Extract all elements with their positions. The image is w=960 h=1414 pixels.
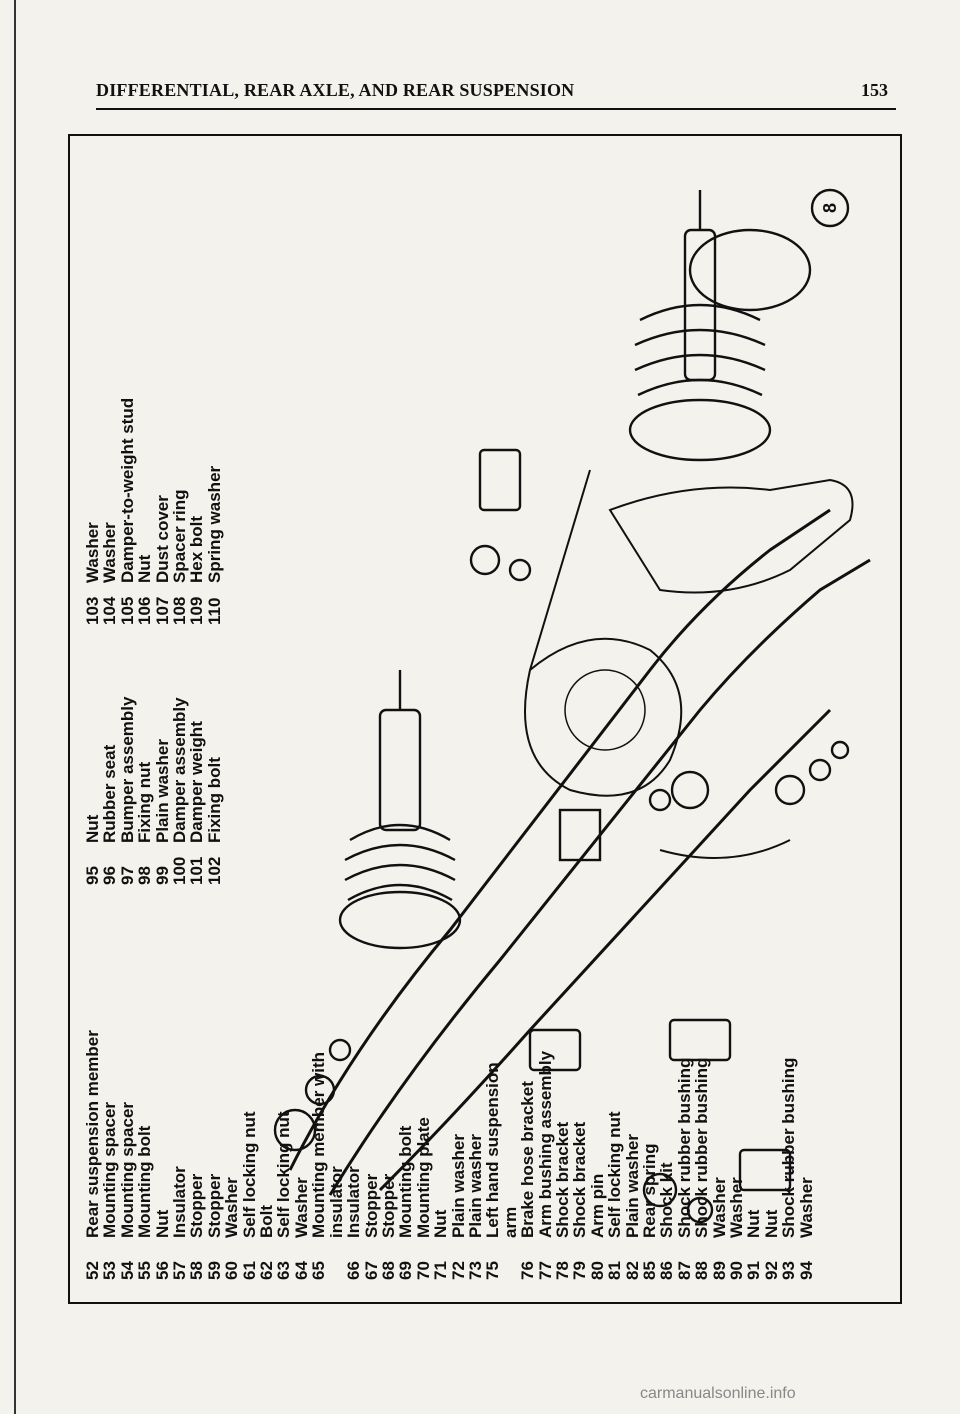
part-name: Damper-to-weight stud <box>117 397 137 583</box>
legend-row: 104 Washer <box>100 398 120 625</box>
part-number: 59 <box>204 1261 224 1280</box>
part-number: 99 <box>152 866 172 885</box>
part-name: Spacer ring <box>170 489 190 583</box>
legend-row: 98 Fixing nut <box>135 697 155 885</box>
part-number: 98 <box>135 866 155 885</box>
part-number: 52 <box>83 1261 102 1280</box>
legend-row: 55 Mounting bolt <box>135 1030 155 1280</box>
page-title: DIFFERENTIAL, REAR AXLE, AND REAR SUSPEN… <box>96 80 575 100</box>
watermark: carmanualsonline.info <box>640 1385 796 1402</box>
figure-number-text: 8 <box>820 203 840 213</box>
part-name: Nut <box>135 554 155 583</box>
part-number: 56 <box>152 1261 172 1280</box>
part-name: Nut <box>83 814 102 843</box>
part-name: Fixing bolt <box>204 757 224 843</box>
rear-suspension-exploded-diagram: 8 <box>273 188 871 1224</box>
part-number: 104 <box>100 596 120 625</box>
part-number: 54 <box>117 1261 137 1280</box>
part-number: 95 <box>83 866 102 885</box>
legend-row: 97 Bumper assembly <box>117 696 137 885</box>
legend-row: 101 Damper weight <box>187 697 207 885</box>
legend-row: 59 Stopper <box>204 1030 224 1280</box>
legend-row: 53 Mounting spacer <box>100 1030 120 1280</box>
legend-row: 57 Insulator <box>170 1030 190 1280</box>
part-number: 107 <box>152 596 172 625</box>
part-name: Insulator <box>170 1166 190 1238</box>
part-name: Plain washer <box>152 739 172 843</box>
part-name: Rear suspension member <box>83 1030 102 1238</box>
part-number: 108 <box>170 596 190 625</box>
part-number: 105 <box>117 596 137 625</box>
legend-row: 103 Washer <box>83 398 102 625</box>
part-name: Stopper <box>187 1173 207 1238</box>
legend-row: 102 Fixing bolt <box>204 697 224 885</box>
figure-number-badge <box>810 188 850 228</box>
part-number: 103 <box>83 596 102 625</box>
part-name: Dust cover <box>152 495 172 583</box>
part-number: 109 <box>187 596 207 625</box>
part-name: Spring washer <box>204 465 224 583</box>
part-name: Hex bolt <box>187 515 207 583</box>
legend-row: 100 Damper assembly <box>170 697 190 885</box>
part-number: 106 <box>135 596 155 625</box>
part-number: 53 <box>100 1261 120 1280</box>
legend-row: 96 Rubber seat <box>100 697 120 885</box>
legend-row: 99 Plain washer <box>152 697 172 885</box>
legend-row: 58 Stopper <box>187 1030 207 1280</box>
legend-row: 95 Nut <box>83 697 102 885</box>
part-name: Mounting spacer <box>100 1101 120 1238</box>
part-name: Fixing nut <box>135 761 155 843</box>
part-number: 110 <box>204 597 224 625</box>
part-name: Stopper <box>204 1173 224 1238</box>
legend-row: 108 Spacer ring <box>170 398 190 625</box>
part-number: 55 <box>135 1261 155 1280</box>
part-number: 101 <box>187 856 207 885</box>
legend-row: 56 Nut <box>152 1030 172 1280</box>
part-number: 57 <box>170 1261 190 1280</box>
legend-row: 107 Dust cover <box>152 398 172 625</box>
part-name: Damper assembly <box>170 697 190 843</box>
legend-column-2: 95 Nut 96 Rubber seat 97 Bumper assembly 98 Fix… <box>83 696 224 885</box>
part-name: Mounting bolt <box>135 1125 155 1238</box>
part-name: Mounting spacer <box>117 1101 137 1238</box>
page-number: 153 <box>861 80 888 100</box>
legend-row: 54 Mounting spacer <box>117 1030 137 1280</box>
part-name: Damper weight <box>187 721 207 843</box>
part-name: Washer <box>100 522 120 583</box>
part-number: 100 <box>170 856 190 885</box>
part-number: 58 <box>187 1261 207 1280</box>
legend-row: 109 Hex bolt <box>187 398 207 625</box>
part-number: 102 <box>204 856 224 885</box>
legend-row: 105 Damper-to-weight stud <box>117 397 137 625</box>
legend-row: 110 Spring washer <box>204 398 224 625</box>
part-name: Washer <box>83 522 102 583</box>
part-name: Nut <box>152 1209 172 1238</box>
legend-row: 106 Nut <box>135 398 155 625</box>
legend-column-3: 103 Washer 104 Washer 105 Damper-to-weight st… <box>83 397 224 625</box>
page-binding-edge <box>0 0 16 1414</box>
part-name: Rubber seat <box>100 744 120 843</box>
figure-frame <box>68 134 902 1304</box>
part-name: Bumper assembly <box>117 696 137 843</box>
page-header: DIFFERENTIAL, REAR AXLE, AND REAR SUSPEN… <box>96 78 896 110</box>
part-number: 97 <box>117 866 137 885</box>
part-number: 96 <box>100 866 120 885</box>
legend-row: 52 Rear suspension member <box>83 1030 102 1280</box>
